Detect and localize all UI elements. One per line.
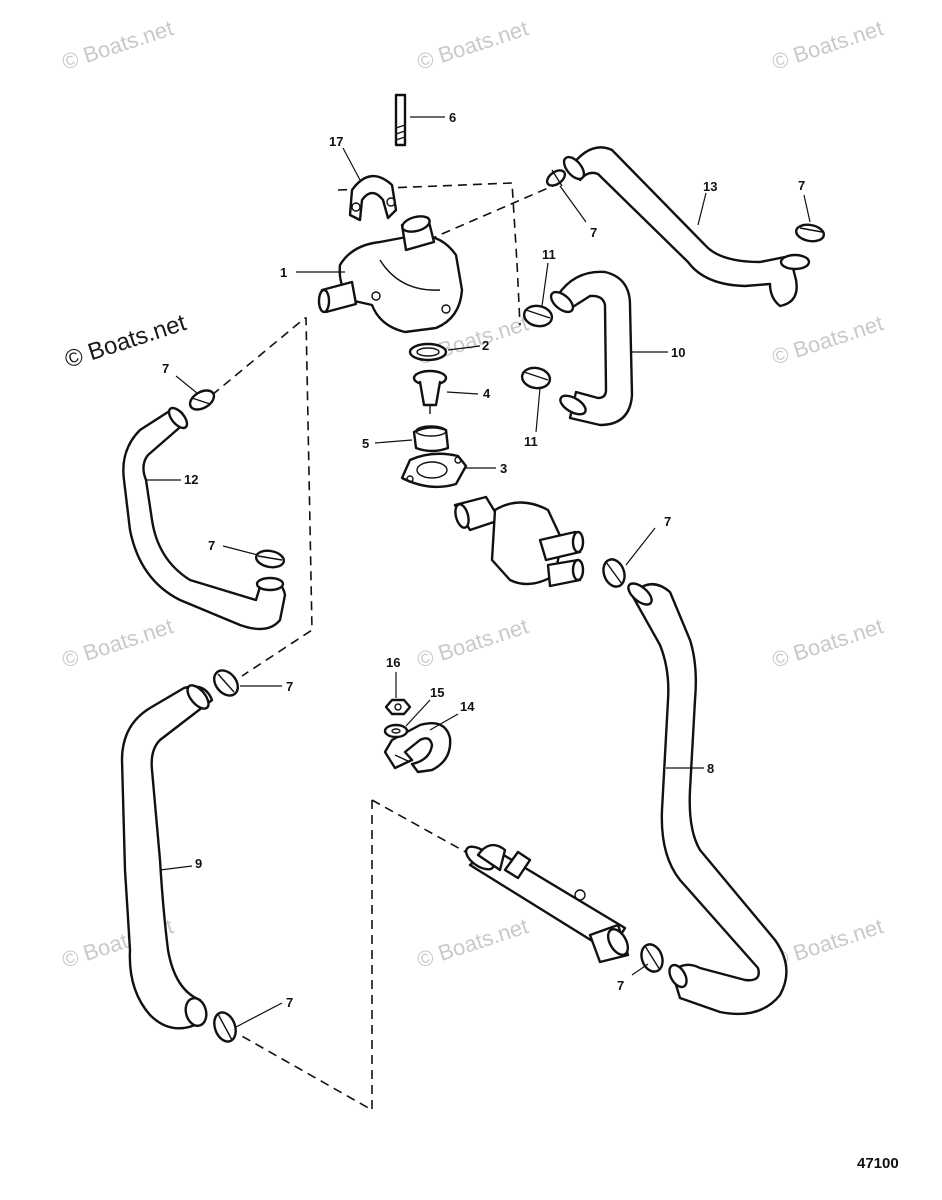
callout-7: 7 [162,361,169,376]
hose-clamp-part [213,1011,237,1043]
callout-7: 7 [590,225,597,240]
watermark: © Boats.net [414,15,531,74]
callout-4: 4 [483,386,491,401]
o-ring-part [408,342,448,362]
watermark: © Boats.net [414,613,531,672]
watermark: © Boats.net [414,913,531,972]
hose-clamp-part [212,669,240,697]
callout-16: 16 [386,655,400,670]
callout-2: 2 [482,338,489,353]
callout-7: 7 [664,514,671,529]
callout-3: 3 [500,461,507,476]
callout-1: 1 [280,265,287,280]
bracket-part [348,175,398,222]
hose-10-part [549,270,634,427]
heat-exchanger-part [464,843,630,964]
water-pump-part [453,495,585,588]
nut-part [384,698,412,716]
watermark: © Boats.net [769,310,886,369]
callout-6: 6 [449,110,456,125]
callout-9: 9 [195,856,202,871]
watermark: © Boats.net [59,15,176,74]
callout-7: 7 [286,679,293,694]
leader-lines [146,116,811,1028]
gasket-part [400,452,468,489]
hose-clamp-part [602,558,626,588]
callout-labels: 6 17 1 2 4 5 3 7 7 13 11 11 10 7 12 7 7 … [162,110,805,1010]
callout-11: 11 [542,247,556,262]
hose-clamp-part [188,389,216,411]
hose-12-part [122,406,287,631]
bolt-part [394,93,407,147]
callout-13: 13 [703,179,717,194]
hose-8-part [627,582,788,1016]
hose-clamps [188,169,826,1043]
hose-clamp-part [794,223,826,243]
callout-7: 7 [617,978,624,993]
callout-7: 7 [286,995,293,1010]
hose-clamp-part [640,943,664,973]
hose-clamp-part [545,169,567,187]
watermark-prominent: © Boats.net [62,309,190,374]
hose-clamp-part [254,549,286,569]
figure-number: 47100 [857,1155,899,1172]
hose-13-part [562,146,811,308]
callout-14: 14 [460,699,475,714]
washer-part [383,723,409,739]
hose-clamp-part [522,304,554,328]
callout-15: 15 [430,685,444,700]
callout-10: 10 [671,345,685,360]
watermark: © Boats.net [59,613,176,672]
watermark-layer: © Boats.net © Boats.net © Boats.net © Bo… [59,15,886,972]
hose-9-part [120,684,214,1030]
thermostat-housing-part [317,215,464,334]
thermostat-part [412,369,448,414]
callout-12: 12 [184,472,198,487]
callout-7: 7 [208,538,215,553]
watermark: © Boats.net [769,613,886,672]
callout-11: 11 [524,434,538,449]
watermark: © Boats.net [769,15,886,74]
callout-8: 8 [707,761,714,776]
sleeve-part [412,425,450,453]
hose-clamp-part [520,366,552,390]
callout-7: 7 [798,178,805,193]
callout-17: 17 [329,134,343,149]
assembly-lines [211,182,556,1112]
callout-5: 5 [362,436,369,451]
